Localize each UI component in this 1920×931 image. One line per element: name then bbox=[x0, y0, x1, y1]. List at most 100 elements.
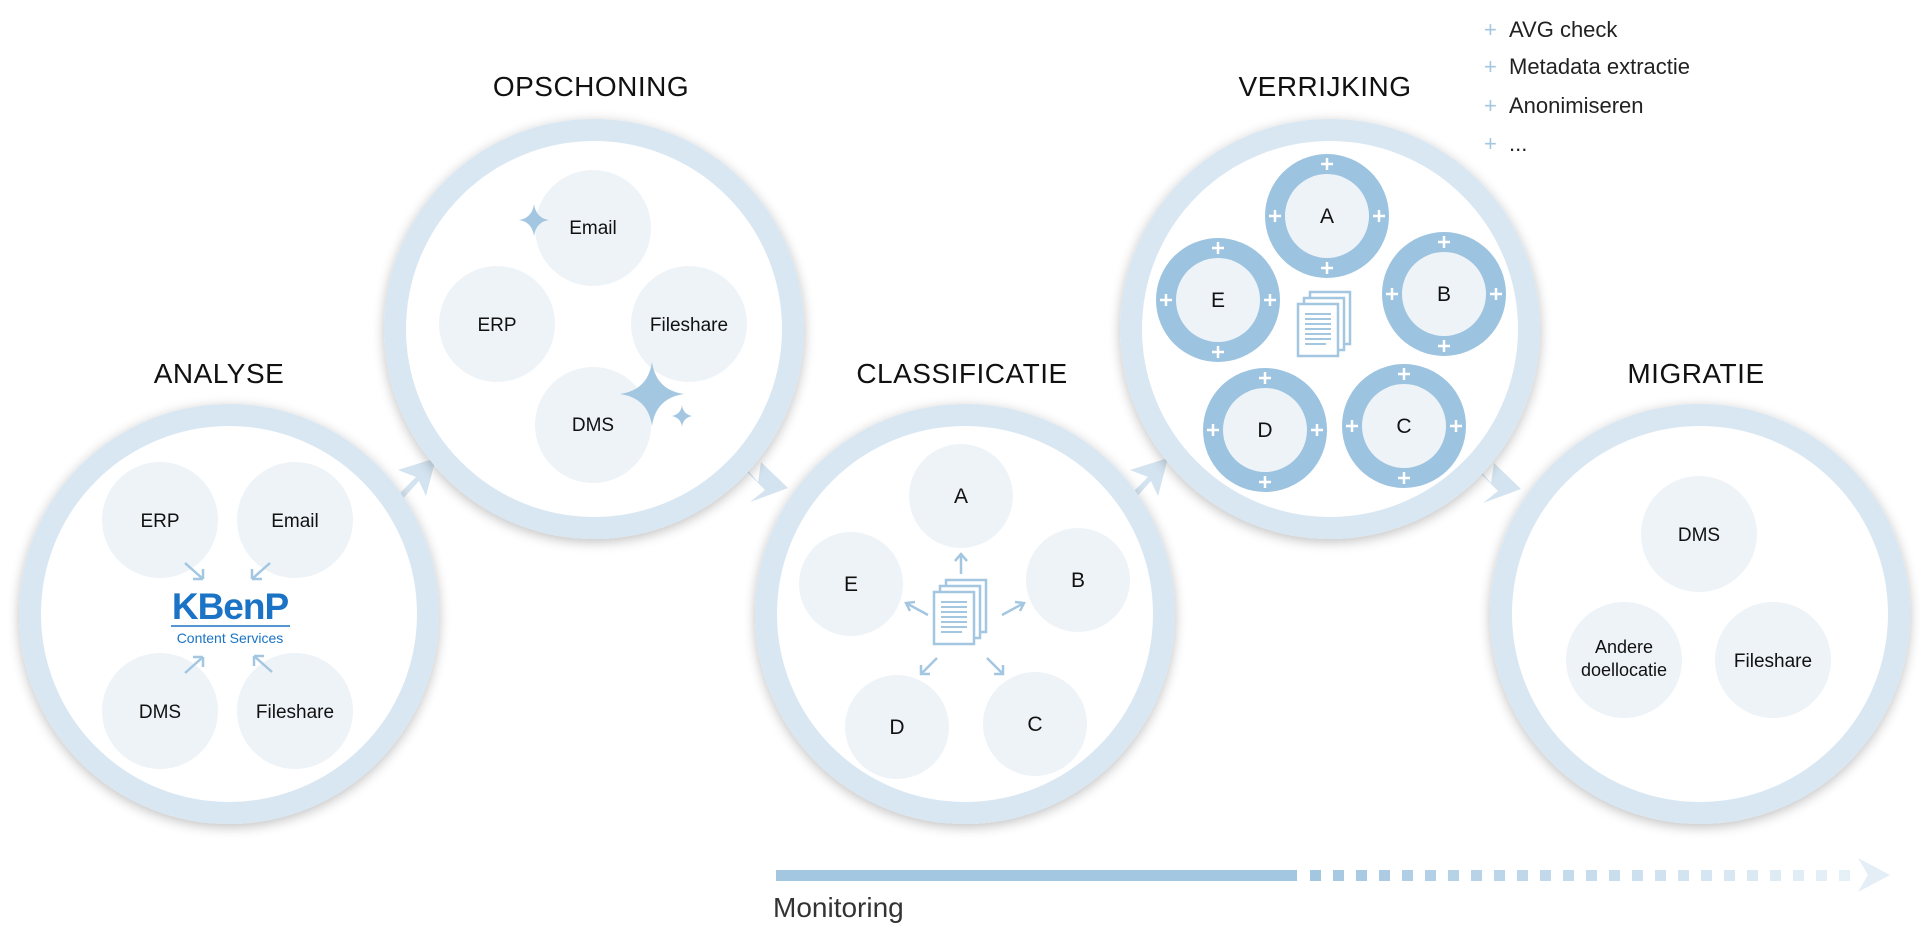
node-bubble bbox=[237, 462, 353, 578]
node-label: C bbox=[1027, 713, 1042, 736]
logo-wordmark: KBenP bbox=[172, 586, 289, 627]
logo-tagline: Content Services bbox=[177, 630, 284, 646]
monitoring-dash bbox=[1425, 870, 1436, 881]
monitoring-dash bbox=[1770, 870, 1781, 881]
side-list-label: Anonimiseren bbox=[1509, 93, 1644, 118]
monitoring-dash bbox=[1563, 870, 1574, 881]
node-label: E bbox=[1211, 289, 1225, 312]
node-label: Fileshare bbox=[1734, 651, 1812, 672]
arrow-icon bbox=[954, 552, 968, 574]
plus-icon bbox=[1450, 420, 1462, 432]
arrow-icon bbox=[250, 562, 271, 581]
side-list: + AVG check + Metadata extractie + Anoni… bbox=[1484, 17, 1690, 156]
stage-analyse: ANALYSE ERP Email DMS Fileshare KBenP Co… bbox=[19, 358, 439, 824]
side-list-label: AVG check bbox=[1509, 17, 1618, 42]
outflow-arrows bbox=[904, 552, 1026, 676]
monitoring-dash bbox=[1471, 870, 1482, 881]
plus-icon bbox=[1207, 424, 1219, 436]
monitoring-dash bbox=[1540, 870, 1551, 881]
plus-icon bbox=[1264, 294, 1276, 306]
node-label: Fileshare bbox=[256, 702, 334, 723]
node-label: ERP bbox=[140, 511, 179, 532]
node-label: E bbox=[844, 573, 858, 596]
node-bubble bbox=[1176, 258, 1260, 342]
sparkle-icon bbox=[672, 405, 692, 427]
stage-connectors bbox=[395, 458, 1521, 503]
sparkle-icon bbox=[620, 362, 684, 426]
kbenp-logo: KBenP Content Services bbox=[171, 586, 290, 646]
node-label: Email bbox=[271, 511, 319, 532]
monitoring-dash bbox=[1747, 870, 1758, 881]
side-list-item: + ... bbox=[1484, 131, 1527, 156]
arrow-icon bbox=[919, 657, 938, 676]
node-label: DMS bbox=[1678, 525, 1720, 546]
side-list-label: Metadata extractie bbox=[1509, 54, 1690, 79]
monitoring-dash bbox=[1333, 870, 1344, 881]
monitoring-label: Monitoring bbox=[773, 892, 904, 923]
node-label: D bbox=[1257, 419, 1272, 442]
plus-icon bbox=[1212, 242, 1224, 254]
plus-icon bbox=[1160, 294, 1172, 306]
node-bubble bbox=[535, 367, 651, 483]
node-label: DMS bbox=[572, 415, 614, 436]
stage-title: VERRIJKING bbox=[1238, 71, 1411, 102]
monitoring-dash bbox=[1678, 870, 1689, 881]
node-label: D bbox=[889, 716, 904, 739]
node-label: doellocatie bbox=[1581, 660, 1667, 680]
node-bubble bbox=[1402, 252, 1486, 336]
document-stack-icon bbox=[1296, 290, 1352, 358]
plus-icon: + bbox=[1484, 17, 1497, 42]
node-label: B bbox=[1437, 283, 1451, 306]
monitoring-dash bbox=[1586, 870, 1597, 881]
monitoring-dash bbox=[1402, 870, 1413, 881]
stage-title: CLASSIFICATIE bbox=[856, 358, 1067, 389]
stage-migratie: MIGRATIE DMS Andere doellocatie Fileshar… bbox=[1490, 358, 1910, 824]
monitoring-bar: Monitoring bbox=[773, 858, 1890, 923]
monitoring-dash bbox=[1517, 870, 1528, 881]
monitoring-dash bbox=[1793, 870, 1804, 881]
node-label: Email bbox=[569, 218, 617, 239]
plus-icon bbox=[1212, 346, 1224, 358]
monitoring-dash bbox=[1379, 870, 1390, 881]
plus-icon bbox=[1386, 288, 1398, 300]
arrow-icon bbox=[395, 458, 436, 502]
node-label: DMS bbox=[139, 702, 181, 723]
plus-icon bbox=[1346, 420, 1358, 432]
node-bubble bbox=[1223, 388, 1307, 472]
node-bubble bbox=[845, 675, 949, 779]
stage-classificatie: CLASSIFICATIE A B C D E bbox=[755, 358, 1175, 824]
plus-icon bbox=[1438, 340, 1450, 352]
arrow-icon bbox=[184, 562, 205, 581]
plus-icon bbox=[1398, 472, 1410, 484]
plus-icon bbox=[1259, 372, 1271, 384]
node-bubble bbox=[102, 462, 218, 578]
monitoring-dash bbox=[1839, 870, 1850, 881]
plus-icon bbox=[1321, 262, 1333, 274]
node-bubble bbox=[1641, 476, 1757, 592]
node-label: ERP bbox=[477, 315, 516, 336]
monitoring-dash bbox=[1632, 870, 1643, 881]
node-label: Andere bbox=[1595, 637, 1653, 657]
sparkles bbox=[519, 204, 692, 427]
arrow-icon bbox=[904, 600, 929, 617]
document-stack-icon bbox=[932, 578, 988, 646]
plus-icon bbox=[1373, 210, 1385, 222]
monitoring-dash bbox=[1609, 870, 1620, 881]
monitoring-progress-dashed bbox=[1310, 870, 1850, 881]
monitoring-dash bbox=[1356, 870, 1367, 881]
arrow-icon bbox=[252, 654, 273, 673]
arrow-icon bbox=[737, 458, 788, 502]
plus-icon bbox=[1311, 424, 1323, 436]
stage-title: OPSCHONING bbox=[493, 71, 689, 102]
sparkle-icon bbox=[519, 204, 549, 236]
arrow-icon bbox=[986, 657, 1005, 676]
node-bubble bbox=[1715, 602, 1831, 718]
node-bubble bbox=[102, 653, 218, 769]
inflow-arrows bbox=[184, 562, 273, 674]
node-bubble bbox=[1285, 174, 1369, 258]
side-list-item: + Metadata extractie bbox=[1484, 54, 1690, 79]
plus-icon bbox=[1259, 476, 1271, 488]
stage-opschoning: OPSCHONING Email ERP Fileshare DMS bbox=[384, 71, 804, 539]
